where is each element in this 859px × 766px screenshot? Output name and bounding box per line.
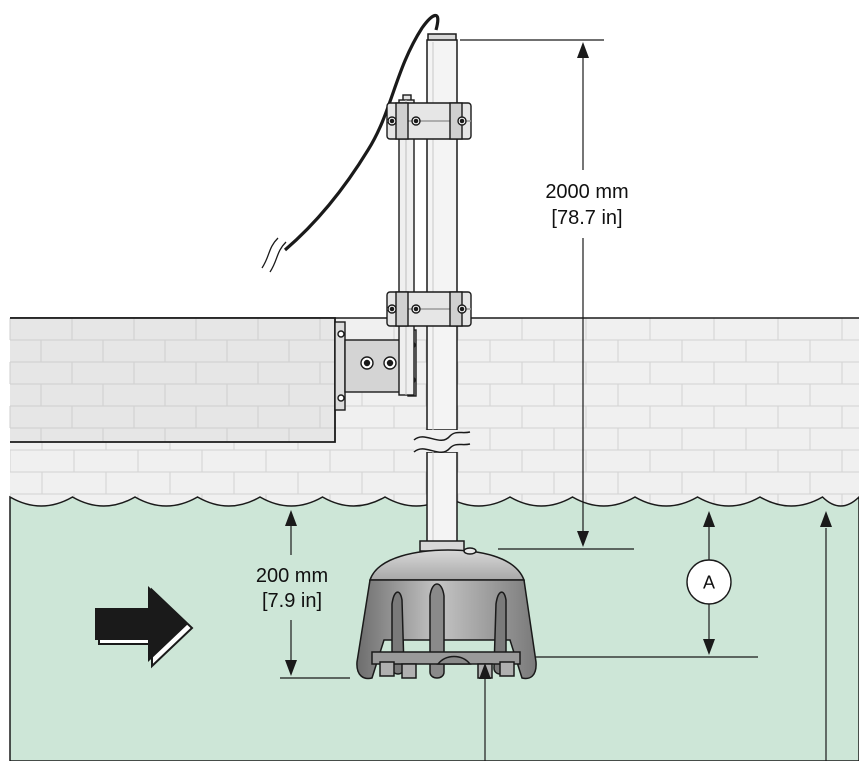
cable-break-icon: [261, 237, 287, 273]
flow-sensor: [356, 540, 537, 680]
mounting-rail: [398, 94, 415, 396]
pole-length-dimension: [460, 39, 634, 550]
water-depth-pointer: [820, 511, 832, 761]
callout-circle-a: A: [686, 559, 732, 605]
sensor-depth-imperial: [7.9 in]: [262, 590, 322, 612]
sensor-depth-metric: 200 mm: [256, 565, 328, 587]
pole-break-icon: [413, 430, 471, 454]
lower-pole-clamp: [386, 291, 472, 327]
platform-ledge: [9, 317, 336, 443]
flow-direction-arrow-icon: [95, 586, 194, 669]
dimension-a: [536, 511, 758, 658]
callout-label: A: [703, 573, 715, 593]
upper-pole-clamp: [386, 102, 472, 140]
pole-length-imperial: [78.7 in]: [551, 207, 622, 229]
sensor-bottom-pointer: [479, 663, 491, 761]
pole-length-metric: 2000 mm: [545, 181, 628, 203]
sensor-depth-dimension: [280, 510, 350, 679]
